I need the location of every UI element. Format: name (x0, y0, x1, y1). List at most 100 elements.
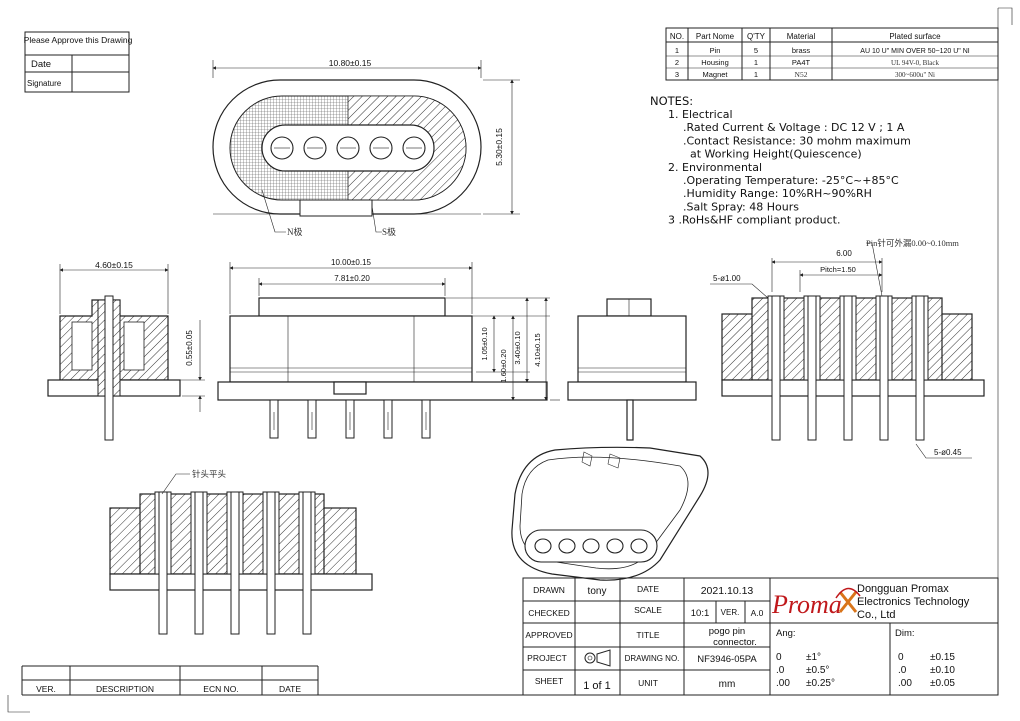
dim-side-width: 4.60±0.15 (95, 260, 133, 270)
tb-date-label: DATE (637, 584, 659, 594)
bom-cell: N52 (795, 70, 808, 79)
dim-row-1-tol: ±0.15 (930, 652, 955, 663)
notes-title: NOTES: (650, 94, 693, 108)
bom-cell: 3 (675, 70, 679, 79)
right-section-view: 6.00 Pitch=1.50 Pin针可外漏0.00~0.10mm 5-ø1.… (710, 238, 985, 459)
bom-cell: PA4T (792, 58, 811, 67)
pin (915, 295, 925, 441)
tb-drawn-label: DRAWN (533, 585, 565, 595)
ang-row-1-place: 0 (776, 652, 782, 663)
approval-signature-label: Signature (27, 79, 62, 88)
revision-table: VER. DESCRIPTION ECN NO. DATE (21, 665, 998, 696)
pin (807, 295, 817, 441)
bom-cell: 1 (754, 58, 758, 67)
approval-box: Please Approve this Drawing Date Signatu… (24, 31, 133, 93)
approval-title: Please Approve this Drawing (24, 35, 133, 45)
tb-sheet-label: SHEET (535, 676, 563, 686)
bom-cell: Housing (701, 58, 729, 67)
ang-row-3-tol: ±0.25° (806, 678, 835, 689)
bom-cell: 1 (675, 46, 679, 55)
label-s-pole: S极 (382, 226, 396, 237)
bom-cell: AU 10 U" MIN OVER 50~120 U" NI (860, 48, 969, 55)
tb-ang-label: Ang: (776, 628, 796, 639)
notes-line: 3 .RoHs&HF compliant product. (668, 214, 840, 227)
notes-line: at Working Height(Quiescence) (690, 148, 862, 161)
tb-drawn-value: tony (588, 586, 607, 597)
dim-row-3-place: .00 (898, 678, 912, 689)
bom-cell: brass (792, 46, 811, 55)
label-n-pole: N极 (287, 226, 303, 237)
title-block: DRAWN tony DATE 2021.10.13 CHECKED SCALE… (522, 577, 999, 696)
dim-row-3-tol: ±0.05 (930, 678, 955, 689)
tb-project-label: PROJECT (527, 653, 567, 663)
pin (266, 491, 276, 635)
ang-row-2-tol: ±0.5° (806, 665, 829, 676)
bom-header-cell: Part Nome (696, 32, 735, 41)
tb-unit-value: mm (719, 679, 736, 690)
rev-header-date: DATE (279, 684, 301, 694)
contact-hole (582, 538, 600, 554)
notes-block: NOTES: 1. Electrical.Rated Current & Vol… (650, 94, 911, 227)
dim-row-1-place: 0 (898, 652, 904, 663)
tb-date-value: 2021.10.13 (701, 585, 754, 597)
isometric-view (511, 446, 709, 581)
dim-row-2-place: .0 (898, 665, 907, 676)
tb-checked-label: CHECKED (528, 608, 570, 618)
notes-line: .Rated Current & Voltage : DC 12 V ; 1 A (683, 121, 905, 134)
front-view: 10.00±0.15 7.81±0.20 1.05±0.10 1.60±0.20… (217, 258, 560, 439)
dim-side-protrude: 0.55±0.05 (185, 330, 194, 366)
dim-front-h4: 4.10±0.15 (533, 333, 542, 366)
dim-pin-dia: 5-ø0.45 (934, 448, 962, 457)
bom-cell: UL 94V-0, Black (891, 59, 939, 67)
company-name-3: Co., Ltd (857, 609, 896, 621)
tb-ver-value: A.0 (751, 608, 764, 618)
tb-title-value-2: connector. (713, 637, 757, 648)
contact-hole (558, 538, 576, 554)
bom-header-cell: Material (787, 32, 816, 41)
tb-sheet-value: 1 of 1 (583, 680, 611, 692)
dim-top-width: 10.80±0.15 (329, 58, 372, 68)
pin (302, 491, 312, 635)
bom-header-cell: NO. (670, 32, 684, 41)
pin (194, 491, 204, 635)
dim-front-inner-width: 7.81±0.20 (334, 274, 370, 283)
rev-header-ecn: ECN NO. (203, 684, 238, 694)
dim-front-width: 10.00±0.15 (331, 258, 372, 267)
tb-drawing-no-value: NF3946-05PA (697, 654, 757, 665)
contact-hole (606, 538, 624, 554)
approval-date-label: Date (31, 59, 51, 70)
rev-header-description: DESCRIPTION (96, 684, 154, 694)
dim-front-h2: 1.60±0.20 (499, 349, 508, 382)
bom-cell: Pin (710, 46, 721, 55)
tb-approved-label: APPROVED (525, 630, 572, 640)
top-view: 10.80±0.15 5.30±0.15 N极 S极 (212, 58, 520, 237)
dim-row-2-tol: ±0.10 (930, 665, 955, 676)
dim-top-height: 5.30±0.15 (494, 128, 504, 166)
pin (771, 295, 781, 441)
dim-front-h3: 3.40±0.10 (513, 331, 522, 364)
bom-cell: 1 (754, 70, 758, 79)
pin (230, 491, 240, 635)
dim-span: 6.00 (836, 249, 852, 258)
dim-front-h1: 1.05±0.10 (480, 327, 489, 360)
notes-line: .Contact Resistance: 30 mohm maximum (683, 134, 911, 147)
company-logo: Proma (771, 587, 861, 619)
contact-hole (534, 538, 552, 554)
pin (879, 295, 889, 441)
notes-line: .Operating Temperature: -25°C~+85°C (683, 174, 899, 187)
notes-line: 1. Electrical (668, 108, 733, 121)
note-flat-pin: 针头平头 (192, 469, 227, 479)
company-name-1: Dongguan Promax (857, 583, 949, 595)
side-section-view: 4.60±0.15 0.55±0.05 (47, 260, 205, 441)
company-name-2: Electronics Technology (857, 596, 970, 608)
tb-drawing-no-label: DRAWING NO. (625, 654, 680, 663)
tb-ver-label: VER. (721, 608, 740, 617)
pin (158, 491, 168, 635)
contact-hole (630, 538, 648, 554)
logo-wordmark: Proma (771, 590, 842, 619)
tb-scale-value: 10:1 (691, 608, 710, 619)
bottom-section-view: 针头平头 (109, 469, 373, 635)
notes-line: .Salt Spray: 48 Hours (683, 200, 799, 213)
